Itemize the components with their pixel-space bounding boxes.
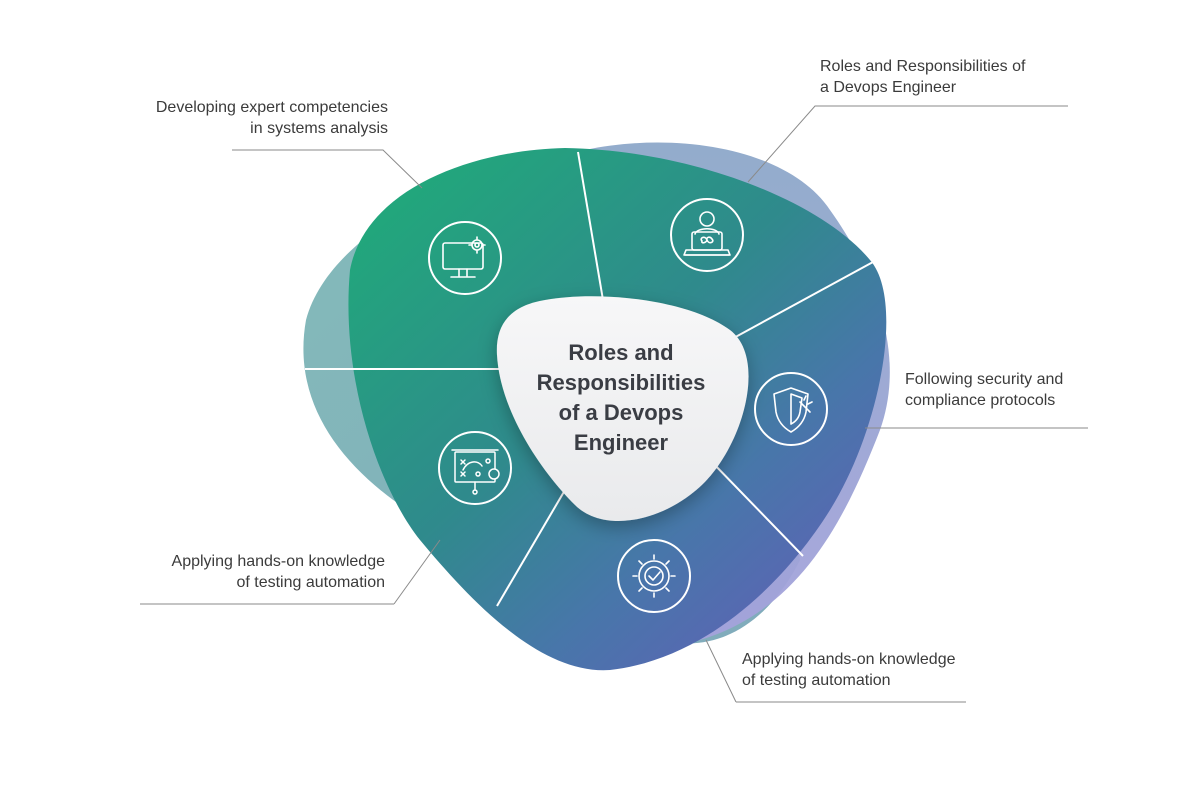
icon-circle-4 xyxy=(617,539,691,613)
segment-dividers xyxy=(305,151,874,607)
callout-3-line-2: compliance protocols xyxy=(905,392,1056,409)
icon-circle-5 xyxy=(438,431,512,505)
callout-2-line-2: a Devops Engineer xyxy=(820,79,957,96)
callout-systems-analysis: Developing expert competencies in system… xyxy=(156,97,388,139)
center-title-line-2: Responsibilities xyxy=(536,370,706,395)
strategy-board-icon xyxy=(451,449,500,495)
icon-circle-3 xyxy=(754,372,828,446)
center-title-line-4: Engineer xyxy=(573,430,669,455)
gear-check-icon xyxy=(632,554,676,598)
callout-1-line-1: Developing expert competencies xyxy=(155,99,388,116)
leader-lines xyxy=(140,105,1088,703)
callout-5-line-1: Applying hands-on knowledge xyxy=(171,553,385,570)
monitor-gear-icon xyxy=(442,236,486,278)
center-title: Roles and Responsibilities of a Devops E… xyxy=(510,338,732,458)
security-shield-icon xyxy=(773,387,813,433)
callout-testing-automation-left: Applying hands-on knowledge of testing a… xyxy=(172,551,385,593)
center-title-line-3: of a Devops xyxy=(558,400,684,425)
callout-5-line-2: of testing automation xyxy=(236,574,385,591)
center-title-line-1: Roles and xyxy=(568,340,674,365)
callout-testing-automation-right: Applying hands-on knowledge of testing a… xyxy=(742,649,955,691)
icon-circle-2 xyxy=(670,198,744,272)
callout-roles-responsibilities: Roles and Responsibilities of a Devops E… xyxy=(820,56,1025,98)
callout-security-compliance: Following security and compliance protoc… xyxy=(905,369,1063,411)
center-shape xyxy=(496,296,749,522)
icon-circle-1 xyxy=(428,221,502,295)
devops-engineer-laptop-icon xyxy=(683,211,731,256)
callout-1-line-2: in systems analysis xyxy=(250,120,388,137)
callout-3-line-1: Following security and xyxy=(905,371,1064,388)
callout-4-line-2: of testing automation xyxy=(742,672,891,689)
callout-4-line-1: Applying hands-on knowledge xyxy=(742,651,956,668)
callout-2-line-1: Roles and Responsibilities of xyxy=(820,58,1026,75)
